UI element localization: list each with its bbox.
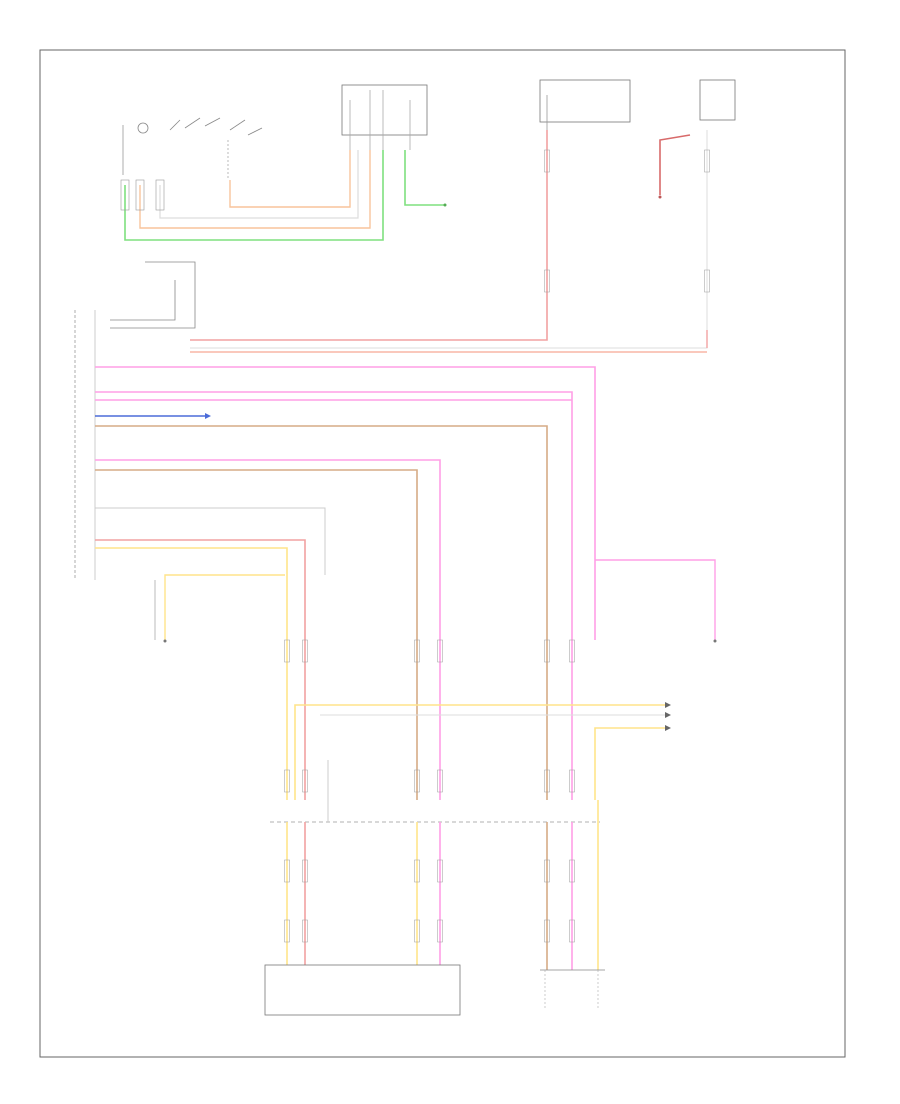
wire-marker: [414, 769, 420, 793]
wire-marker: [569, 859, 575, 883]
fuse-block-1: [539, 79, 631, 130]
wire-marker: [437, 859, 443, 883]
fuse-block-2: [658, 79, 736, 199]
wire-marker: [437, 769, 443, 793]
wire-marker: [544, 919, 550, 943]
right-destination-wires: [294, 702, 671, 800]
power-wire-1: [190, 130, 548, 341]
switch-wires: [120, 150, 384, 241]
wire-marker: [544, 859, 550, 883]
wire-marker: [302, 859, 308, 883]
wire-marker: [302, 919, 308, 943]
wire-marker: [544, 149, 550, 173]
wire-marker: [302, 769, 308, 793]
wire-marker: [569, 639, 575, 663]
bottom-module-box: [264, 964, 461, 1016]
lower-wires: [286, 760, 599, 970]
wire-marker: [284, 639, 290, 663]
wire-marker: [414, 919, 420, 943]
wire-marker: [569, 769, 575, 793]
diagram-frame: [39, 49, 846, 1058]
wire-marker: [437, 919, 443, 943]
module-wires: [95, 366, 596, 800]
left-ground: [154, 574, 285, 643]
left-module: [74, 261, 196, 580]
switch-symbol: [122, 117, 263, 178]
wire-marker: [284, 769, 290, 793]
wire-marker: [704, 149, 710, 173]
wire-marker: [544, 639, 550, 663]
right-ground: [595, 559, 717, 643]
wire-marker: [284, 859, 290, 883]
wire-marker: [302, 639, 308, 663]
wire-marker: [437, 639, 443, 663]
top-connector: [341, 84, 447, 207]
wire-marker: [569, 919, 575, 943]
wire-marker: [704, 269, 710, 293]
wire-marker: [544, 769, 550, 793]
wire-marker: [414, 639, 420, 663]
wire-marker: [414, 859, 420, 883]
wire-marker: [284, 919, 290, 943]
wire-connector-markers: [284, 149, 710, 943]
wire-marker: [544, 269, 550, 293]
bottom-connector: [540, 969, 605, 1010]
power-wire-2: [190, 130, 708, 349]
